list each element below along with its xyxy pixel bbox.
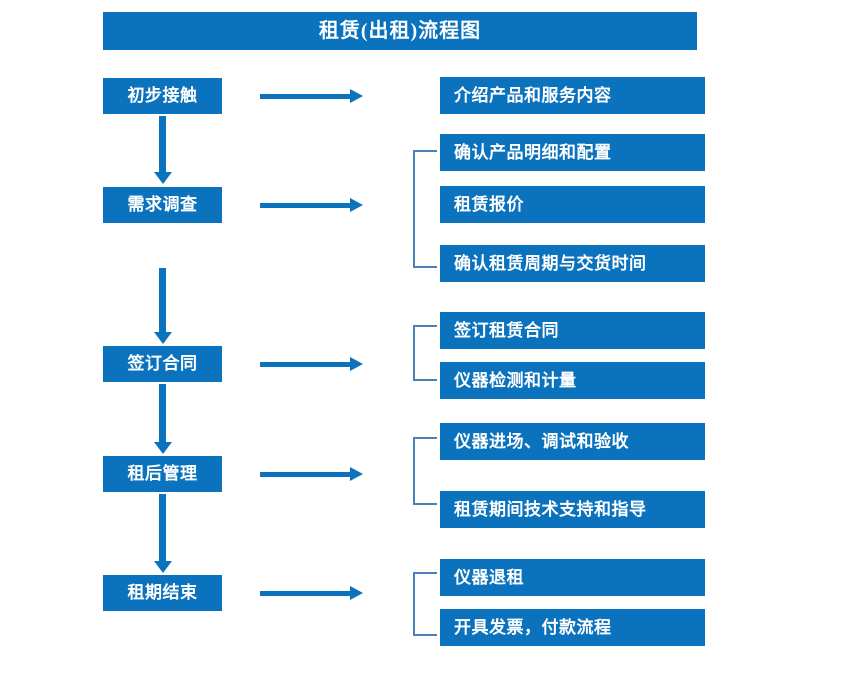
detail-box-rental-quote[interactable]: 租赁报价 — [440, 186, 705, 223]
arrow-head-down-icon — [154, 172, 172, 184]
detail-box-onsite-commission[interactable]: 仪器进场、调试和验收 — [440, 423, 705, 460]
detail-box-confirm-period[interactable]: 确认租赁周期与交货时间 — [440, 245, 705, 282]
arrow-head-down-icon — [154, 332, 172, 344]
detail-box-confirm-spec[interactable]: 确认产品明细和配置 — [440, 134, 705, 171]
detail-box-sign-lease[interactable]: 签订租赁合同 — [440, 312, 705, 349]
arrow-shaft — [159, 268, 166, 332]
arrow-shaft — [260, 362, 352, 367]
detail-box-tech-support[interactable]: 租赁期间技术支持和指导 — [440, 491, 705, 528]
detail-box-invoice-payment[interactable]: 开具发票，付款流程 — [440, 609, 705, 646]
horizontal-arrow-5 — [260, 586, 363, 600]
detail-box-instrument-test[interactable]: 仪器检测和计量 — [440, 362, 705, 399]
arrow-head-right-icon — [350, 357, 363, 371]
horizontal-arrow-3 — [260, 357, 363, 371]
horizontal-arrow-4 — [260, 467, 363, 481]
arrow-shaft — [260, 94, 352, 99]
horizontal-arrow-2 — [260, 198, 363, 212]
group-bracket-4 — [413, 437, 437, 505]
horizontal-arrow-1 — [260, 89, 363, 103]
arrow-head-right-icon — [350, 89, 363, 103]
detail-box-return-instrument[interactable]: 仪器退租 — [440, 559, 705, 596]
stage-box-needs-survey[interactable]: 需求调查 — [103, 187, 222, 223]
arrow-shaft — [260, 203, 352, 208]
stage-box-initial-contact[interactable]: 初步接触 — [103, 78, 222, 114]
arrow-shaft — [159, 116, 166, 172]
arrow-head-right-icon — [350, 586, 363, 600]
page-title: 租赁(出租)流程图 — [103, 12, 697, 50]
group-bracket-3 — [413, 325, 437, 381]
arrow-head-down-icon — [154, 561, 172, 573]
arrow-head-down-icon — [154, 442, 172, 454]
stage-box-lease-end[interactable]: 租期结束 — [103, 575, 222, 611]
stage-box-post-rent-mgmt[interactable]: 租后管理 — [103, 456, 222, 492]
group-bracket-5 — [413, 572, 437, 636]
arrow-head-right-icon — [350, 467, 363, 481]
vertical-arrow-3 — [153, 384, 173, 454]
arrow-shaft — [260, 591, 352, 596]
arrow-head-right-icon — [350, 198, 363, 212]
arrow-shaft — [159, 494, 166, 561]
vertical-arrow-4 — [153, 494, 173, 573]
arrow-shaft — [260, 472, 352, 477]
vertical-arrow-1 — [153, 116, 173, 184]
detail-box-introduce-products[interactable]: 介绍产品和服务内容 — [440, 77, 705, 114]
group-bracket-2 — [413, 150, 437, 268]
stage-box-sign-contract[interactable]: 签订合同 — [103, 346, 222, 382]
arrow-shaft — [159, 384, 166, 442]
vertical-arrow-2 — [153, 268, 173, 344]
